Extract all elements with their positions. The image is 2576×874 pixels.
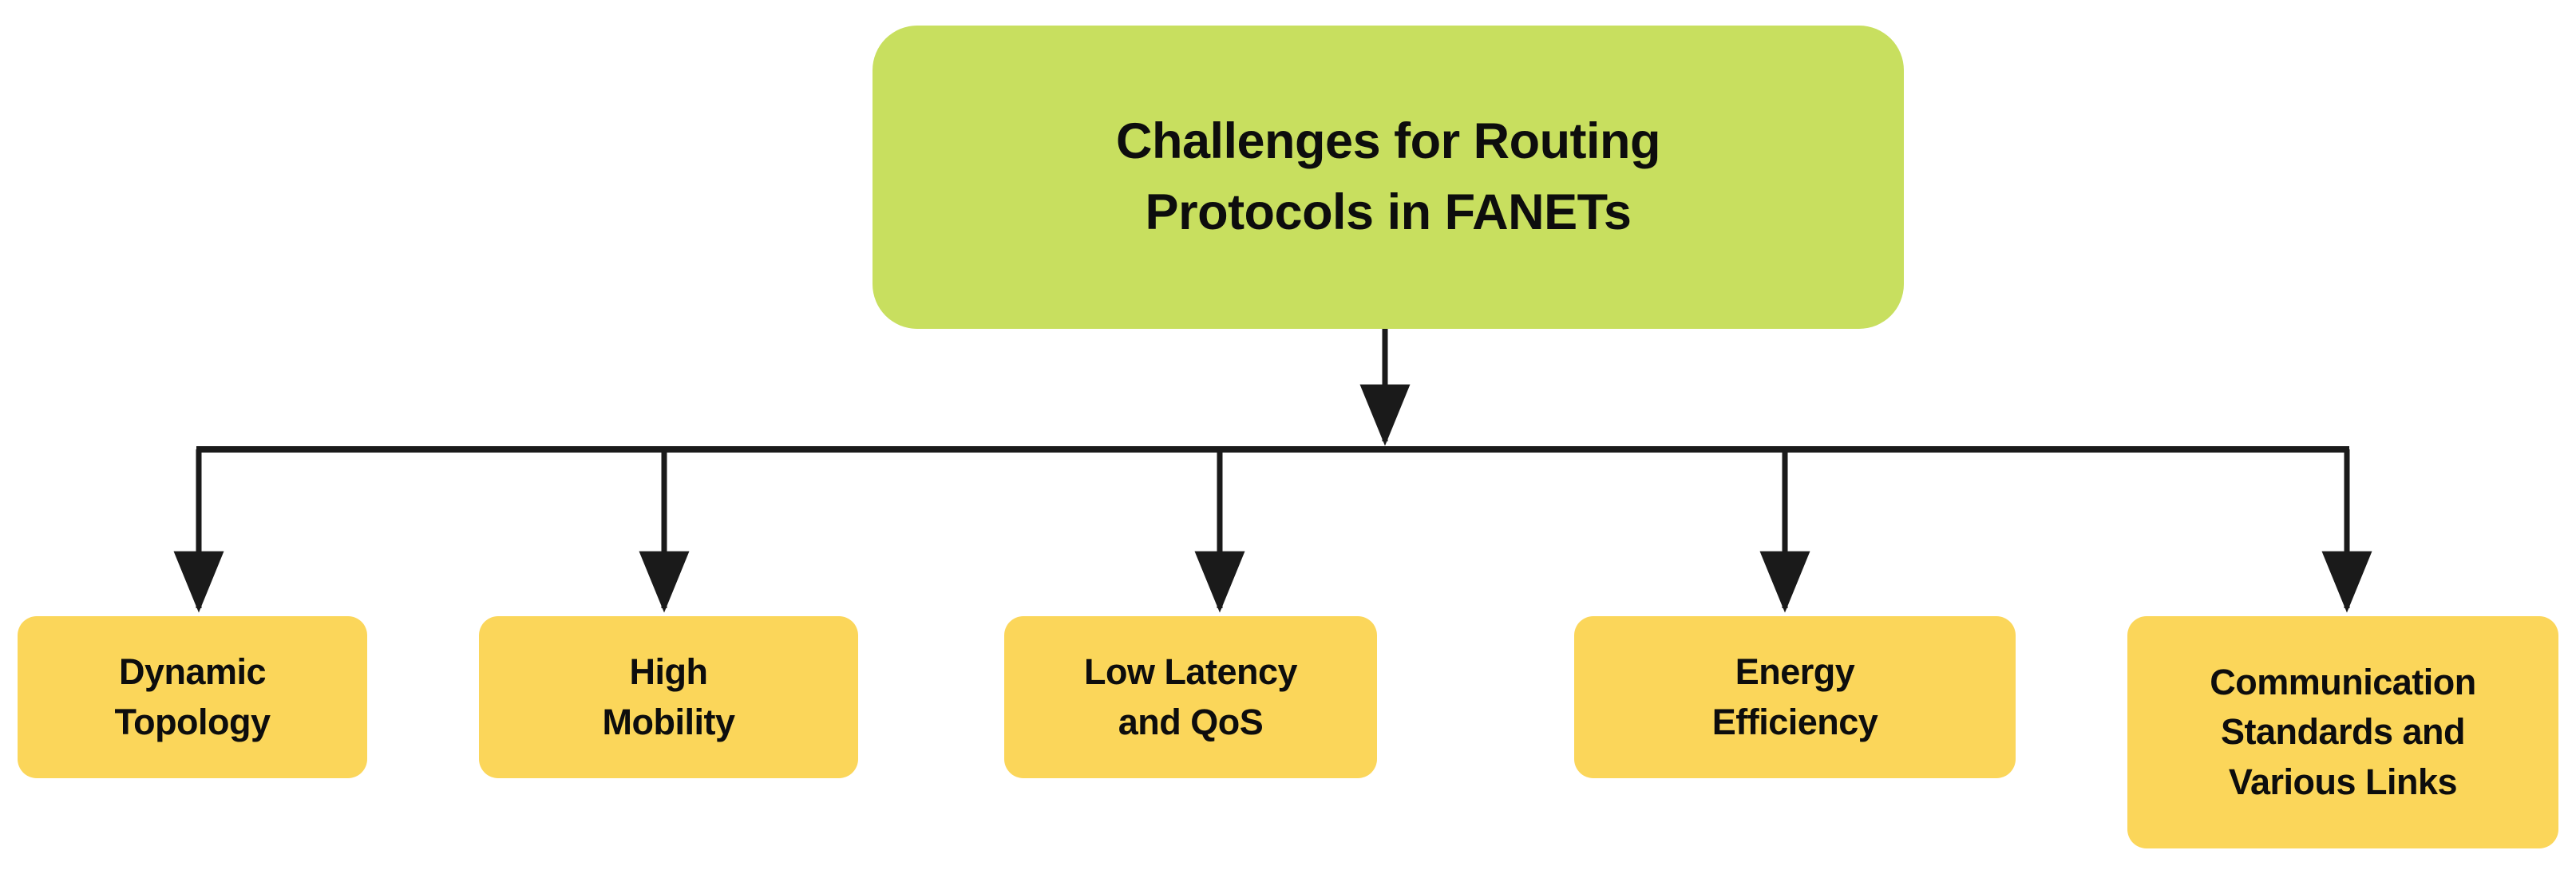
- leaf-node-high-mobility: High Mobility: [479, 616, 858, 778]
- leaf-node-low-latency-and-qos: Low Latency and QoS: [1004, 616, 1377, 778]
- leaf-node-label: Dynamic Topology: [114, 651, 271, 742]
- leaf-node-communication-standards: Communication Standards and Various Link…: [2127, 616, 2558, 848]
- leaf-node-label: High Mobility: [602, 651, 735, 742]
- leaf-node-label: Energy Efficiency: [1711, 651, 1878, 742]
- leaf-node-energy-efficiency: Energy Efficiency: [1574, 616, 2016, 778]
- leaf-node-label: Low Latency and QoS: [1083, 651, 1298, 742]
- root-node-label: Challenges for Routing Protocols in FANE…: [1116, 113, 1661, 240]
- leaf-node-dynamic-topology: Dynamic Topology: [18, 616, 367, 778]
- leaf-node-label: Communication Standards and Various Link…: [2210, 662, 2476, 802]
- root-node-challenges: Challenges for Routing Protocols in FANE…: [873, 26, 1904, 329]
